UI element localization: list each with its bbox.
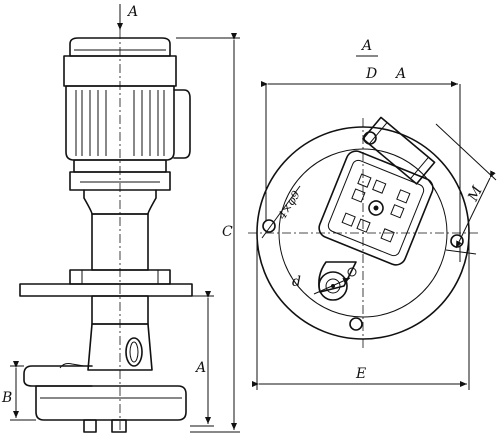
outlet-flange [318, 271, 348, 301]
outlet-top [318, 261, 357, 301]
bolt-hole-left [262, 219, 276, 233]
shaft-center [368, 200, 384, 216]
holes-label: 4×φ9 [275, 188, 303, 222]
terminal-box-top [362, 116, 436, 185]
outlet-pipe [23, 365, 93, 387]
dimension-b-label: B [1, 390, 12, 406]
pump-side-view: A [1, 4, 240, 433]
dimension-a-side-label: A [194, 360, 206, 376]
dimension-m-label: M [465, 183, 486, 204]
dimension-e-label: E [355, 366, 366, 382]
foot-left [83, 419, 97, 433]
foot-center [111, 419, 127, 433]
holes-leader [261, 185, 301, 239]
pump-volute-base [35, 385, 187, 421]
pump-top-view: A D A [248, 38, 497, 390]
dimension-m-ext1 [435, 123, 497, 181]
dimension-d-label: D [365, 66, 377, 82]
motor-flange [69, 171, 171, 191]
mounting-plate [19, 283, 193, 297]
terminal-box [173, 89, 191, 159]
d-label: d [292, 274, 301, 290]
motor-fins [75, 90, 165, 156]
motor-outline [318, 150, 434, 266]
dimension-m-ext2 [445, 249, 477, 255]
dimension-m-line [455, 170, 496, 249]
inlet-opening [125, 337, 143, 367]
view-title: A [360, 38, 372, 54]
d-leader [313, 277, 351, 295]
view-arrow-label: A [126, 4, 138, 20]
dimension-a-top-label: A [394, 66, 406, 82]
bolt-hole-bottom [349, 317, 363, 331]
dimension-c-label: C [222, 224, 233, 240]
pump-casing [87, 323, 153, 371]
motor-top-cap [69, 37, 171, 57]
